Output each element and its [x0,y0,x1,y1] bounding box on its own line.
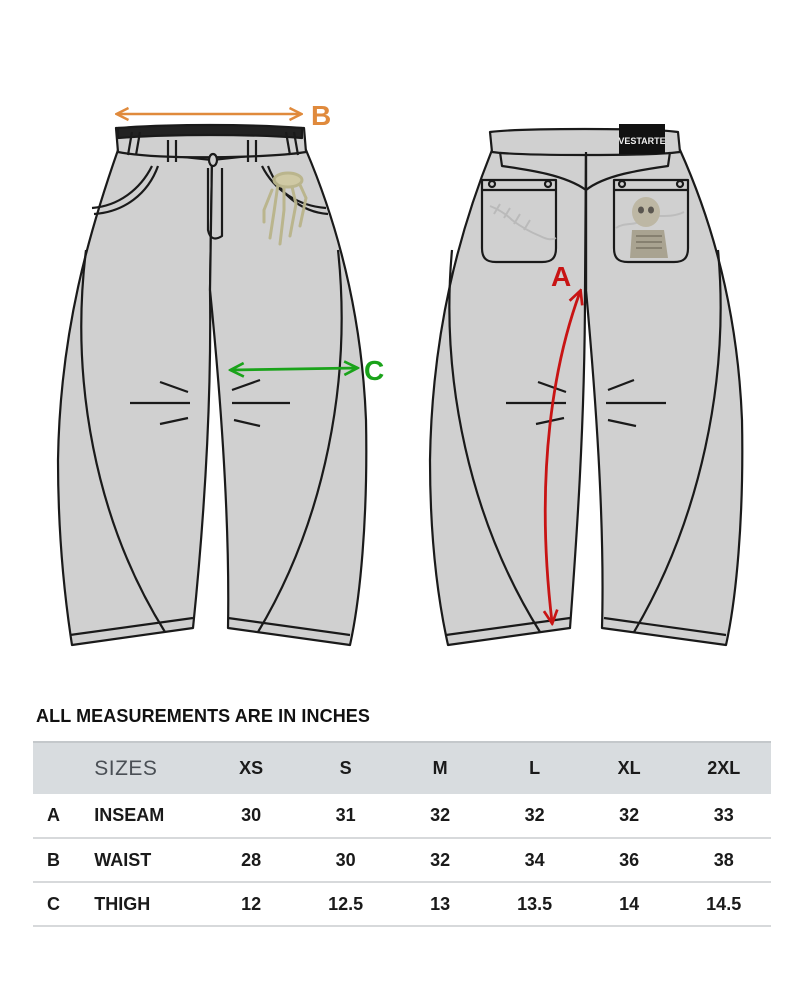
cell-value: 30 [241,805,262,825]
cell-value: 31 [335,805,356,825]
measurement-unit-note: ALL MEASUREMENTS ARE IN INCHES [36,706,371,726]
front-view-pants [56,123,368,647]
back-view-pants [428,127,744,647]
cell-value: 32 [619,805,640,825]
cell-value: 38 [713,849,734,870]
table-header-row: SIZES XS S M L XL 2XL [33,742,771,794]
size-chart-table: SIZES XS S M L XL 2XL A INSEAM 30 31 32 … [33,741,771,927]
cell-value: 13.5 [517,893,553,914]
cell-value: 32 [430,849,451,870]
table-row-inseam: A INSEAM 30 31 32 32 32 33 [33,794,771,838]
thigh-arrow [232,368,356,370]
svg-text:VESTARTE: VESTARTE [618,136,665,146]
brand-patch: VESTARTE [618,124,666,154]
header-sizes-label: SIZES [94,756,158,780]
cell-value: 32 [524,805,545,825]
header-size-xs: XS [239,758,264,778]
cell-value: 14.5 [706,893,742,914]
cell-value: 13 [430,893,451,914]
cell-value: 28 [241,849,262,870]
pants-measurement-diagram: B C VESTARTE [56,100,744,647]
header-size-s: S [339,758,352,778]
label-c: C [364,355,384,386]
row-key: A [47,805,60,825]
cell-value: 14 [619,893,640,914]
skeleton-hand-print [262,171,308,246]
cell-value: 12.5 [328,893,364,914]
row-key: B [47,849,60,870]
cell-value: 30 [335,849,356,870]
table-row-waist: B WAIST 28 30 32 34 36 38 [33,838,771,882]
header-size-2xl: 2XL [707,758,741,778]
row-name: WAIST [94,849,152,870]
cell-value: 32 [430,805,451,825]
header-size-m: M [432,758,448,778]
script-logo-print [489,203,557,241]
skeleton-print [615,197,685,258]
row-name: THIGH [94,893,151,914]
cell-value: 36 [619,849,640,870]
table-row-thigh: C THIGH 12 12.5 13 13.5 14 14.5 [33,882,771,926]
row-name: INSEAM [94,805,165,825]
cell-value: 33 [713,805,734,825]
cell-value: 34 [524,849,545,870]
cell-value: 12 [241,893,262,914]
label-b: B [311,100,331,131]
header-blank [33,742,78,794]
label-a: A [551,261,571,292]
header-size-xl: XL [617,758,641,778]
header-size-l: L [529,758,541,778]
inseam-arrow [545,292,580,622]
row-key: C [47,893,60,914]
